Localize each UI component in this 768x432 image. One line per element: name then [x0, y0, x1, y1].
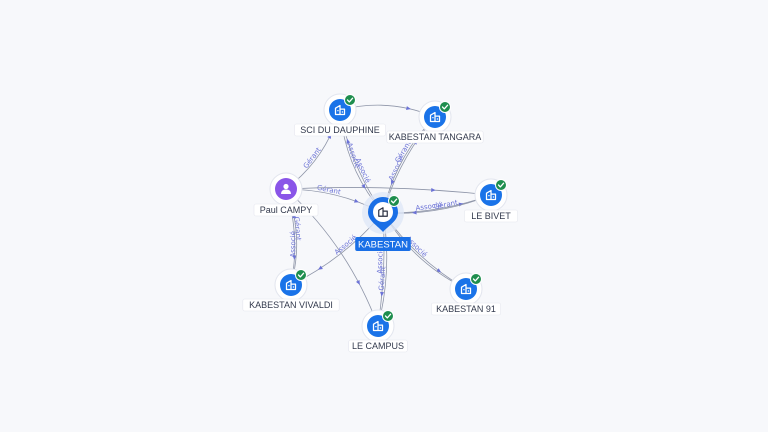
- edge-arrow: [353, 198, 359, 203]
- node-label-box: [348, 339, 408, 353]
- node-label-box: [253, 203, 319, 217]
- verified-check-icon: [295, 269, 307, 281]
- building-icon: [485, 189, 497, 201]
- node-label-box: [242, 298, 340, 312]
- edge-label: Gérant: [377, 266, 387, 291]
- node-label: SCI DU DAUPHINE: [300, 125, 380, 135]
- edge-label: Gérant: [433, 199, 458, 212]
- edge-label: Associé: [415, 201, 442, 213]
- person-icon: [281, 183, 291, 194]
- node-label-box: [386, 130, 484, 144]
- edge-arrow: [380, 291, 385, 297]
- center-label: KABESTAN: [358, 240, 408, 251]
- node-label-box: [464, 209, 518, 223]
- node-vivaldi[interactable]: KABESTAN VIVALDI: [242, 268, 340, 312]
- verified-check-icon: [388, 195, 400, 207]
- edge-line: [285, 187, 492, 196]
- building-icon: [372, 320, 384, 332]
- edge-label: Gérant: [302, 146, 323, 170]
- verified-check-icon: [382, 310, 394, 322]
- edge-label: Associé: [345, 142, 361, 170]
- node-label: LE BIVET: [471, 211, 511, 221]
- edge-label: Associé: [376, 247, 385, 274]
- edge-label: Associé: [289, 231, 297, 257]
- edge-arrow: [318, 265, 323, 270]
- edge-paul-campus: [285, 188, 379, 327]
- edge-label: Gérant: [292, 216, 302, 241]
- node-label-box: [294, 123, 386, 137]
- node-label: Paul CAMPY: [260, 205, 313, 215]
- edge-arrow: [292, 255, 297, 260]
- node-label: LE CAMPUS: [352, 341, 404, 351]
- node-k91[interactable]: KABESTAN 91: [430, 272, 501, 316]
- verified-check-icon: [470, 273, 482, 285]
- node-campus[interactable]: LE CAMPUS: [348, 309, 408, 353]
- node-sci[interactable]: SCI DU DAUPHINE: [294, 93, 386, 137]
- edge-arrow: [431, 187, 436, 192]
- edge-arrow: [412, 210, 417, 215]
- node-kabestan-center[interactable]: KABESTAN: [355, 192, 411, 251]
- node-tangara[interactable]: KABESTAN TANGARA: [386, 100, 484, 144]
- verified-check-icon: [439, 101, 451, 113]
- building-icon: [378, 207, 388, 217]
- edge-arrow: [361, 183, 366, 189]
- node-label: KABESTAN VIVALDI: [249, 300, 333, 310]
- edge-arrow: [355, 279, 360, 285]
- building-icon: [429, 111, 441, 123]
- node-label: KABESTAN TANGARA: [389, 132, 482, 142]
- nodes-layer: SCI DU DAUPHINE KABESTAN TANGARA Paul CAMP…: [242, 93, 518, 353]
- edge-arrow: [390, 179, 395, 185]
- building-icon: [334, 104, 346, 116]
- edge-arrow: [406, 106, 411, 111]
- node-paul[interactable]: Paul CAMPY: [253, 172, 319, 217]
- edge-paul-bivet: [285, 187, 492, 196]
- edge-arrow: [346, 138, 351, 144]
- node-label: KABESTAN 91: [436, 304, 496, 314]
- building-icon: [285, 279, 297, 291]
- center-label-box: [355, 237, 411, 251]
- verified-check-icon: [495, 179, 507, 191]
- edge-line: [285, 188, 379, 327]
- node-label-box: [430, 302, 501, 316]
- verified-check-icon: [344, 94, 356, 106]
- building-icon: [460, 283, 472, 295]
- edge-label: Associé: [333, 234, 358, 257]
- edge-label: Gérant: [316, 184, 341, 197]
- node-bivet[interactable]: LE BIVET: [464, 178, 518, 223]
